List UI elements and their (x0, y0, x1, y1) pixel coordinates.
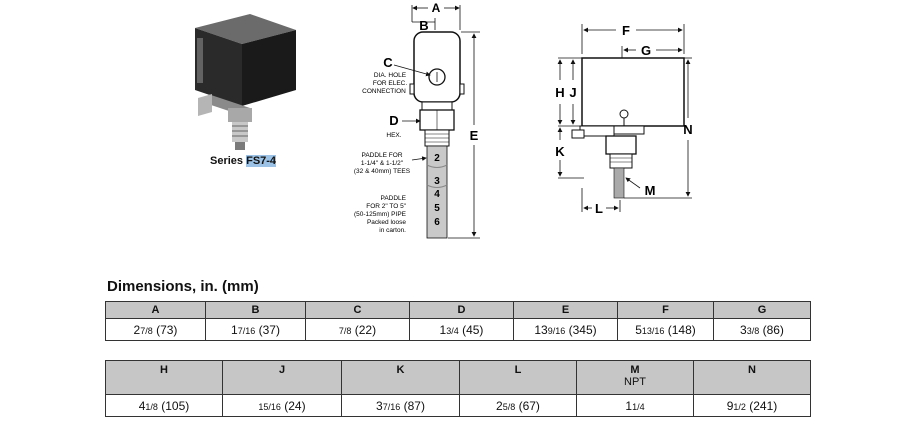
table-1-value-row: 27/8 (73) 17/16 (37) 7/8 (22) 13/4 (45) … (105, 318, 811, 341)
table-1-value-e: 139/16 (345) (513, 318, 618, 341)
dim-letter-f: F (622, 23, 630, 38)
paddle-small-line-3: (32 & 40mm) TEES (354, 168, 411, 175)
side-view-drawing: F G H J K L M N (555, 23, 692, 216)
table-2-value-row: 41/8 (105) 15/16 (24) 37/16 (87) 25/8 (6… (105, 394, 811, 417)
dim-letter-h: H (555, 85, 564, 100)
table-1-header-f: F (617, 301, 714, 319)
table-1-header-row: A B C D E F G (105, 301, 811, 319)
dia-hole-line-1: DIA. HOLE (374, 72, 407, 79)
table-2-header-l: L (459, 360, 577, 395)
caption-prefix: Series (210, 155, 247, 167)
table-2-value-l: 25/8 (67) (459, 394, 577, 417)
table-1-value-a: 27/8 (73) (105, 318, 206, 341)
dim-letter-k: K (555, 144, 565, 159)
table-1-value-d: 13/4 (45) (409, 318, 514, 341)
dim-letter-e: E (470, 128, 479, 143)
table-2-header-n: N (693, 360, 811, 395)
table-1-header-g: G (713, 301, 811, 319)
dim-letter-g: G (641, 43, 651, 58)
paddle-large-line-3: (50-125mm) PIPE (354, 211, 407, 218)
table-1-header-e: E (513, 301, 618, 319)
table-2-value-k: 37/16 (87) (341, 394, 460, 417)
paddle-number-5: 5 (434, 203, 440, 214)
table-2-header-row: H J K L M NPT N (105, 360, 811, 395)
front-view-drawing: A B C DIA. HOLE FOR ELEC. CONNECTION D H… (354, 1, 480, 239)
table-2-value-h: 41/8 (105) (105, 394, 223, 417)
dim-letter-b: B (419, 18, 428, 33)
table-2-header-k: K (341, 360, 460, 395)
table-2-header-j: J (222, 360, 342, 395)
caption-model: FS7-4 (246, 155, 277, 167)
table-1-value-f: 513/16 (148) (617, 318, 714, 341)
dim-letter-d: D (389, 113, 398, 128)
dim-letter-c: C (383, 55, 393, 70)
dimensions-table-2: H J K L M NPT N 41/8 (105) 15/16 (24) 37… (105, 360, 811, 417)
paddle-large-line-4: Packed loose (367, 219, 406, 226)
paddle-number-3: 3 (434, 176, 440, 187)
dia-hole-line-3: CONNECTION (362, 88, 406, 95)
dimensions-table-1: A B C D E F G 27/8 (73) 17/16 (37) 7/8 (… (105, 301, 811, 341)
paddle-number-6: 6 (434, 217, 440, 228)
table-1-value-g: 33/8 (86) (713, 318, 811, 341)
paddle-number-2: 2 (434, 153, 440, 164)
paddle-large-line-5: in carton. (379, 227, 406, 234)
table-1-header-d: D (409, 301, 514, 319)
table-1-value-b: 17/16 (37) (205, 318, 306, 341)
dim-letter-a: A (432, 1, 441, 15)
dim-letter-n: N (683, 122, 692, 137)
table-2-value-n: 91/2 (241) (693, 394, 811, 417)
paddle-large-line-1: PADDLE (380, 195, 406, 202)
dia-hole-line-2: FOR ELEC. (373, 80, 408, 87)
paddle-small-line-1: PADDLE FOR (361, 152, 402, 159)
paddle-number-4: 4 (434, 189, 440, 200)
table-2-header-m: M NPT (576, 360, 694, 395)
paddle-large-line-2: FOR 2" TO 5" (366, 203, 406, 210)
table-1-header-a: A (105, 301, 206, 319)
table-2-value-m: 11/4 (576, 394, 694, 417)
photo-caption: Series FS7-4 (210, 155, 277, 167)
product-photo (195, 14, 296, 150)
dim-letter-j: J (569, 85, 576, 100)
table-2-header-h: H (105, 360, 223, 395)
dim-letter-m: M (645, 183, 656, 198)
table-2-header-m-npt: NPT (624, 376, 646, 388)
table-2-value-j: 15/16 (24) (222, 394, 342, 417)
table-1-value-c: 7/8 (22) (305, 318, 410, 341)
dimensions-title: Dimensions, in. (mm) (107, 278, 259, 295)
table-1-header-b: B (205, 301, 306, 319)
hex-label: HEX. (386, 132, 401, 139)
paddle-small-line-2: 1-1/4" & 1-1/2" (361, 160, 404, 167)
table-1-header-c: C (305, 301, 410, 319)
dim-letter-l: L (595, 201, 603, 216)
